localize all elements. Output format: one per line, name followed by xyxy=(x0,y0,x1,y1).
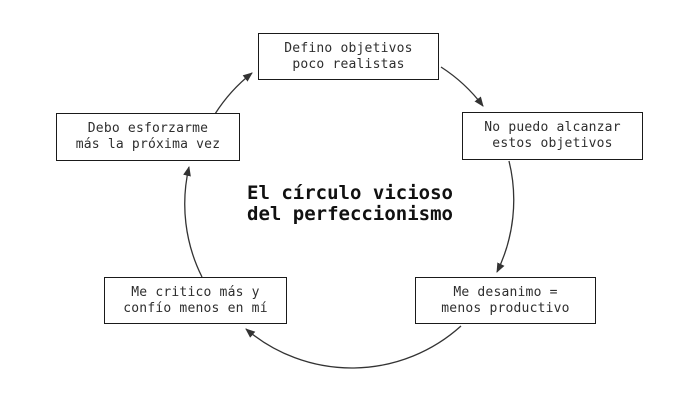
node-define-unrealistic-goals: Defino objetivos poco realistas xyxy=(258,33,439,80)
node-self-criticism-less-confidence-label: Me critico más y confío menos en mí xyxy=(123,284,268,316)
arrow-self-criticism-to-try-harder xyxy=(183,165,203,278)
arrow-cant-reach-to-discouraged xyxy=(496,160,515,273)
arrow-try-harder-to-define-goals xyxy=(214,72,253,115)
arrow-define-goals-to-cant-reach xyxy=(440,66,484,107)
node-self-criticism-less-confidence: Me critico más y confío menos en mí xyxy=(104,277,287,324)
node-define-unrealistic-goals-label: Defino objetivos poco realistas xyxy=(284,40,413,72)
node-must-try-harder-next-time-label: Debo esforzarme más la próxima vez xyxy=(75,121,221,152)
diagram-title: El círculo vicioso del perfeccionismo xyxy=(247,182,453,225)
node-cant-reach-goals-label: No puedo alcanzar estos objetivos xyxy=(484,120,621,151)
node-must-try-harder-next-time: Debo esforzarme más la próxima vez xyxy=(56,113,240,161)
node-discouraged-less-productive-label: Me desanimo = menos productivo xyxy=(441,284,570,316)
node-discouraged-less-productive: Me desanimo = menos productivo xyxy=(415,277,596,324)
node-cant-reach-goals: No puedo alcanzar estos objetivos xyxy=(462,112,643,160)
arrow-discouraged-to-self-criticism xyxy=(245,325,462,369)
